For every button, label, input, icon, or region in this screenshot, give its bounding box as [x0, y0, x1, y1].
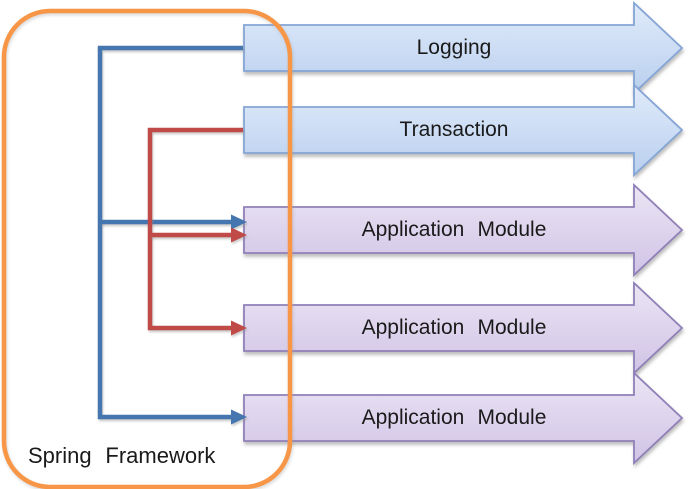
- arrow-label-application-module-3: Application Module: [361, 406, 547, 429]
- spring-framework-boundary: [1, 8, 293, 489]
- arrow-label-logging: Logging: [416, 36, 492, 59]
- arrow-shape-logging: [243, 0, 684, 96]
- blue-connector-line: [97, 45, 243, 420]
- blue-arrowhead-module-1: [231, 214, 247, 230]
- arrow-shape-transaction: [243, 82, 684, 178]
- spring-framework-label: Spring Framework: [28, 443, 216, 468]
- arrow-label-transaction: Transaction: [399, 118, 509, 141]
- arrow-shape-application-module-1: [243, 182, 684, 278]
- red-connector-line: [147, 127, 243, 331]
- red-arrowhead-module-2: [231, 320, 247, 336]
- arrow-label-application-module-1: Application Module: [361, 218, 547, 241]
- red-arrowhead-module-1: [231, 227, 247, 243]
- arrow-label-application-module-2: Application Module: [361, 316, 547, 339]
- arrow-shape-application-module-2: [243, 280, 684, 376]
- blue-arrowhead-module-3: [231, 409, 247, 425]
- arrow-shape-application-module-3: [243, 370, 684, 466]
